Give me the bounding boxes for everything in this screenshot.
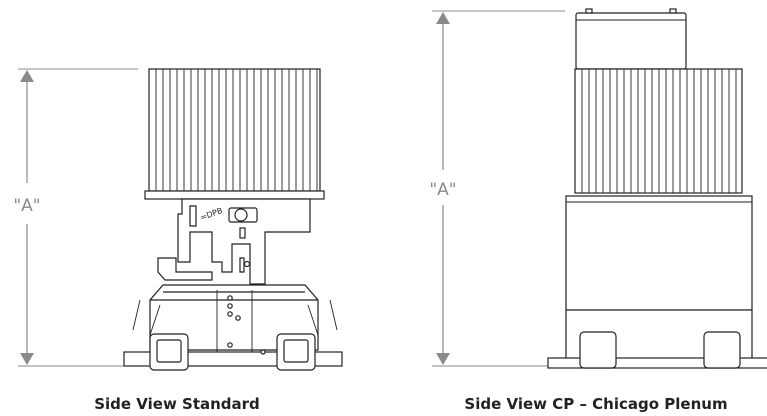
dimension-label-standard: "A" [13, 196, 40, 216]
plenum-junction-box [575, 8, 687, 70]
heat-sink [144, 68, 325, 200]
dimension-a-standard: "A" [8, 68, 138, 367]
mounting-bracket: =DPB [157, 198, 311, 285]
caption-chicago-plenum: Side View CP – Chicago Plenum [464, 395, 728, 413]
plenum-enclosure [547, 195, 767, 369]
heat-sink-cp [574, 68, 743, 194]
dimension-a-cp: "A" [422, 10, 565, 367]
lower-housing [123, 284, 343, 371]
dimension-label-cp: "A" [429, 180, 456, 200]
caption-standard: Side View Standard [94, 395, 260, 413]
side-view-chicago-plenum: "A" [422, 8, 767, 369]
side-view-standard: "A" =DPB [8, 68, 343, 371]
